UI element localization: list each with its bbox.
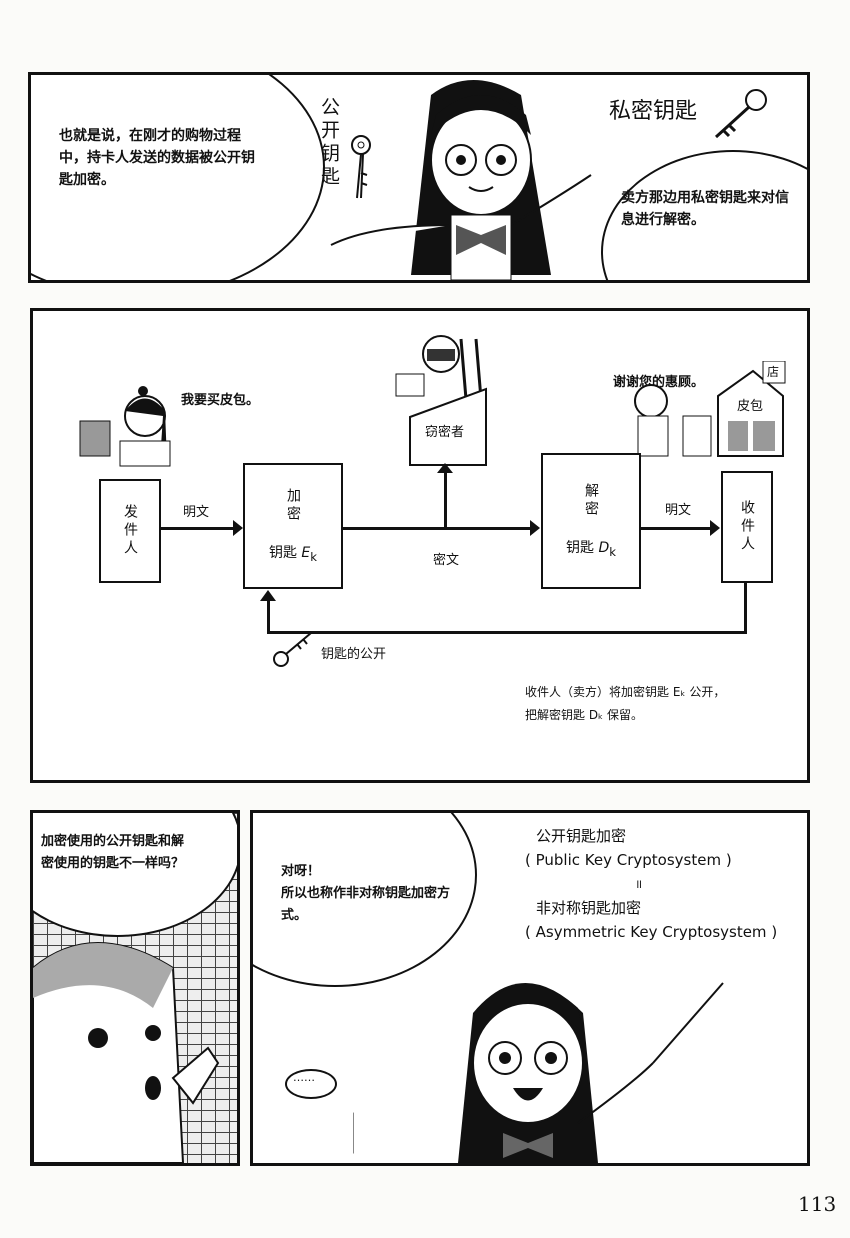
equals-sign: ॥ [635, 877, 643, 891]
key-return-line [267, 599, 270, 633]
arrow-plaintext-2 [641, 527, 713, 530]
panel-4: 对呀！ 所以也称作非对称钥匙加密方式。 公开钥匙加密 ( Public Key … [250, 810, 810, 1166]
character-short-hair [33, 942, 220, 1163]
panel-2-diagram: 我要买皮包。 窃密者 谢谢您的惠顾。 店 皮包 发件人 明文 加密 钥匙 Ek … [30, 308, 810, 783]
key-return-line [267, 631, 747, 634]
sender-label: 发件人 [122, 504, 138, 558]
arrowhead-icon [530, 520, 540, 536]
small-speech-bubble [285, 1069, 337, 1099]
arrowhead-icon [710, 520, 720, 536]
arrowhead-icon [437, 463, 453, 473]
arrowhead-icon [260, 590, 276, 601]
receiver-box: 收件人 [721, 471, 773, 583]
caption-line-2: 把解密钥匙 Dₖ 保留。 [525, 708, 643, 722]
key-subscript: k [310, 549, 318, 564]
encrypt-box: 加密 钥匙 Ek [243, 463, 343, 589]
key-word: 钥匙 [268, 545, 297, 562]
eavesdropper-label: 窃密者 [425, 425, 465, 440]
receiver-character-and-shop [634, 361, 786, 457]
sender-box: 发件人 [99, 479, 161, 583]
key-symbol: D [598, 540, 610, 557]
speech-text-left: 也就是说，在刚才的购物过程中，持卡人发送的数据被公开钥匙加密。 [59, 128, 255, 188]
private-key-icon [714, 89, 767, 139]
sender-character [79, 386, 171, 467]
decrypt-box: 解密 钥匙 Dk [541, 453, 641, 589]
shop-sign: 店 [767, 365, 780, 379]
sender-speech: 我要买皮包。 [181, 393, 260, 408]
term-public-key-en: ( Public Key Cryptosystem ) [525, 851, 732, 869]
decrypt-label: 解密 [583, 483, 599, 520]
speech-line-1: 对呀！ [281, 864, 321, 879]
small-speech-text: …… [293, 1071, 315, 1084]
plaintext-label-2: 明文 [665, 503, 692, 518]
public-key-label: 公开钥匙 [318, 97, 340, 189]
public-key-icon [351, 135, 371, 199]
encrypt-label: 加密 [285, 488, 301, 525]
caption-line-1: 收件人（卖方）将加密钥匙 Eₖ 公开， [525, 685, 726, 699]
term-asymmetric-en: ( Asymmetric Key Cryptosystem ) [525, 923, 778, 941]
arrow-ciphertext [343, 527, 533, 530]
panel-3: 加密使用的公开钥匙和解密使用的钥匙不一样吗？ [30, 810, 240, 1166]
speech-bubble-left [31, 75, 325, 280]
speech-line-2: 所以也称作非对称钥匙加密方式。 [281, 886, 451, 923]
character-girl-glasses [330, 80, 592, 280]
key-subscript: k [609, 544, 616, 559]
page-number: 113 [798, 1192, 837, 1216]
arrow-plaintext-1 [161, 527, 239, 530]
shop-label: 皮包 [737, 399, 764, 414]
arrowhead-icon [233, 520, 243, 536]
receiver-label: 收件人 [739, 500, 755, 554]
decrypt-key-label: 钥匙 Dk [566, 537, 616, 559]
private-key-label: 私密钥匙 [609, 99, 698, 124]
encrypt-key-label: 钥匙 Ek [269, 542, 317, 564]
eavesdropper-character [395, 335, 483, 400]
key-word: 钥匙 [566, 540, 594, 557]
key-return-line [744, 583, 747, 633]
arrow-to-eavesdropper [444, 471, 447, 529]
speech-text-right: 卖方那边用私密钥匙来对信息进行解密。 [621, 190, 789, 228]
panel-1: 也就是说，在刚才的购物过程中，持卡人发送的数据被公开钥匙加密。 公开钥匙 私密钥… [28, 72, 810, 283]
ciphertext-label: 密文 [433, 553, 460, 568]
term-public-key: 公开钥匙加密 [536, 827, 627, 845]
speech-text: 加密使用的公开钥匙和解密使用的钥匙不一样吗？ [41, 834, 185, 871]
character-girl-pointer [353, 982, 724, 1163]
key-symbol: E [301, 545, 311, 562]
eavesdropper-box [409, 387, 487, 466]
key-publish-label: 钥匙的公开 [321, 647, 387, 662]
receiver-speech: 谢谢您的惠顾。 [613, 375, 705, 390]
term-asymmetric: 非对称钥匙加密 [536, 899, 642, 917]
plaintext-label-1: 明文 [183, 505, 210, 520]
key-icon [273, 632, 312, 667]
